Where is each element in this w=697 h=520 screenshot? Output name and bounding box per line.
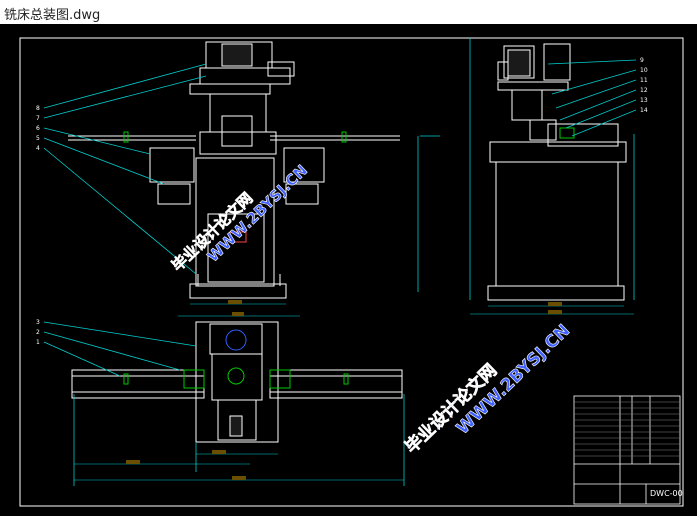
drawing-border [19,37,684,507]
plan-callout: 3 [36,319,40,326]
front-callout: 7 [36,115,40,122]
cad-viewport[interactable]: 8 7 6 5 4 9 10 11 [0,24,697,516]
cad-drawing: 8 7 6 5 4 9 10 11 [19,37,684,507]
front-callout: 5 [36,135,40,142]
plan-dimensions [74,450,404,481]
side-callout: 14 [640,107,648,114]
front-view [68,41,400,299]
title-block-rows [574,401,680,457]
plan-view [71,321,403,443]
side-callout: 9 [640,57,644,64]
front-dimensions [178,300,300,317]
window-title: 铣床总装图.dwg [4,8,101,23]
watermark-bottom: 毕业设计论文网 WWW.2BYSJ.CN [401,320,575,458]
front-callout: 8 [36,105,40,112]
side-callout-leaders [469,38,637,300]
window-titlebar: 铣床总装图.dwg [0,0,697,25]
side-callout: 10 [640,67,648,74]
drawing-number: DWC-00 [650,489,683,498]
plan-callout: 2 [36,329,40,336]
watermark-top: 毕业设计论文网 WWW.2BYSJ.CN [168,161,311,275]
side-callout: 11 [640,77,648,84]
side-dimensions [470,302,634,315]
side-view [487,43,627,301]
front-callout: 4 [36,145,40,152]
side-callout: 13 [640,97,648,104]
side-callout: 12 [640,87,648,94]
plan-callout: 1 [36,339,40,346]
plan-callout-leaders [43,321,405,486]
front-callout-leaders [43,63,440,292]
front-callout: 6 [36,125,40,132]
